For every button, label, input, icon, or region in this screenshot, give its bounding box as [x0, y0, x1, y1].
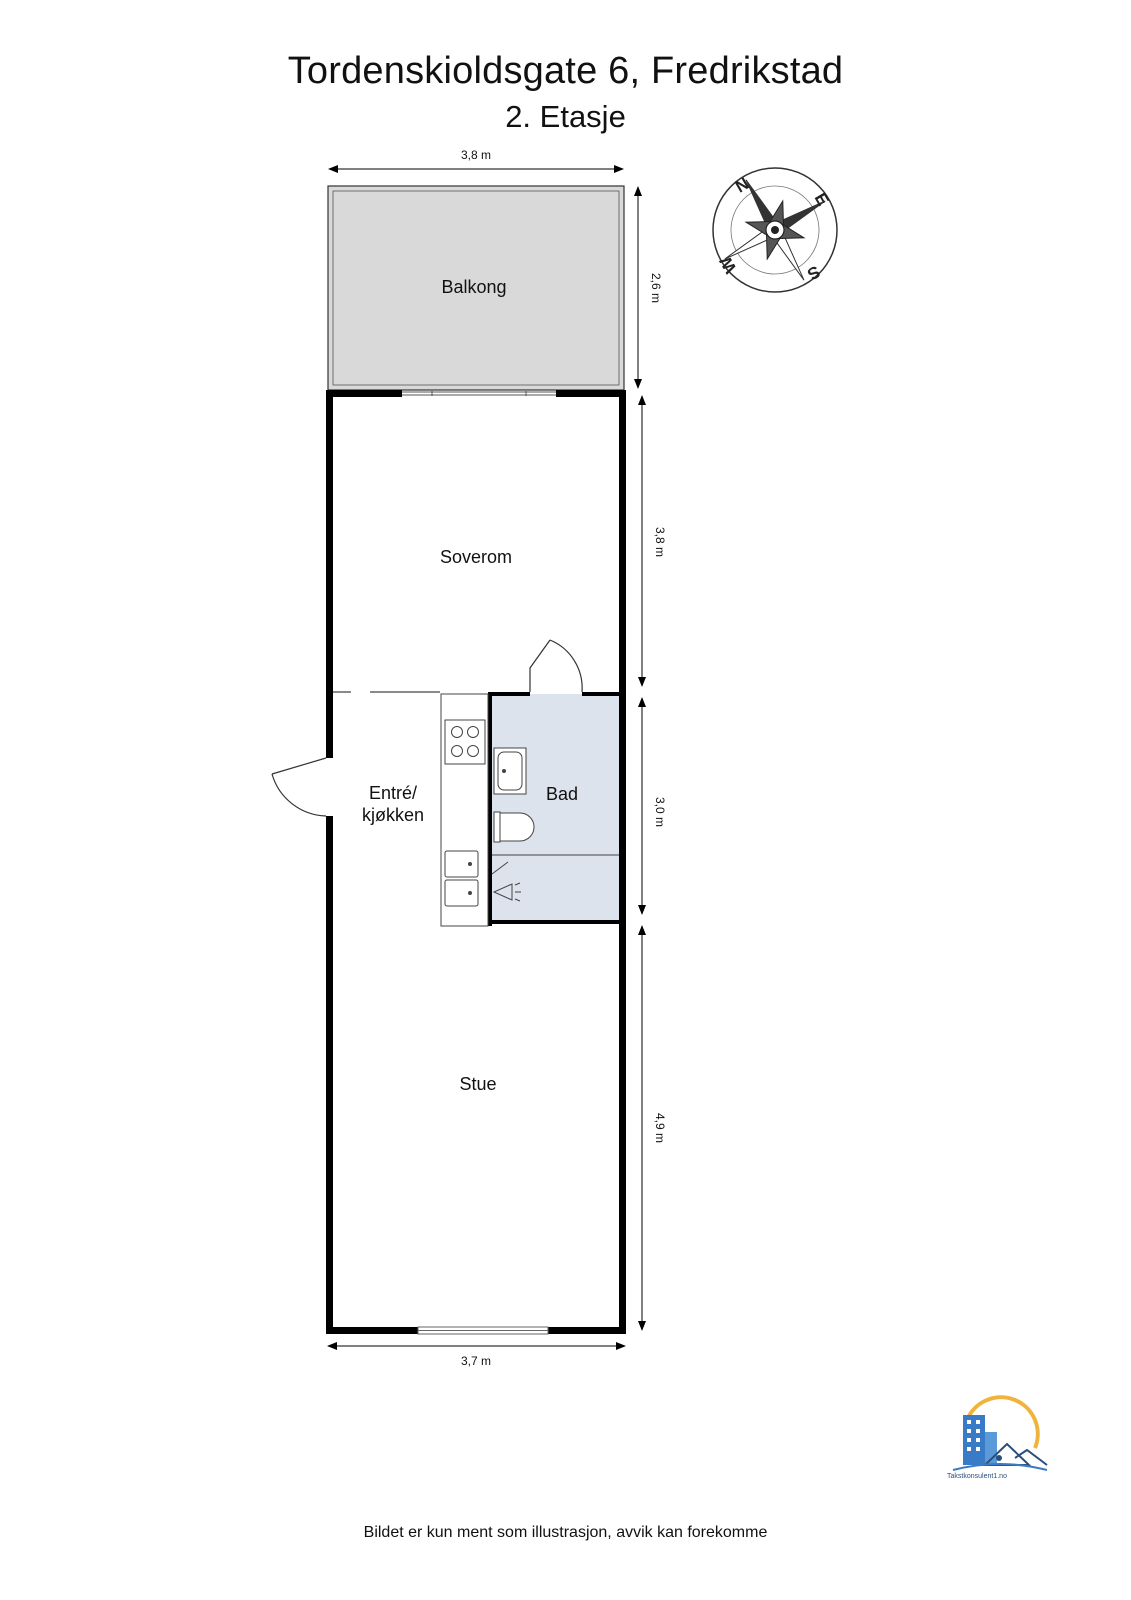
dimension-middle-depth-label: 3,0 m [653, 797, 667, 827]
room-label-soverom: Soverom [440, 547, 512, 567]
entrance-door [271, 757, 327, 817]
bathroom-floor [490, 694, 620, 924]
room-label-stue: Stue [459, 1074, 496, 1094]
balcony [327, 185, 625, 391]
balcony-door [402, 391, 556, 396]
page-subtitle: 2. Etasje [505, 99, 626, 134]
dimension-bottom-width-label: 3,7 m [461, 1354, 491, 1368]
room-label-entre-line1: Entré/ [369, 783, 417, 803]
room-label-balkong: Balkong [441, 277, 506, 297]
dimension-top-width-label: 3,8 m [461, 148, 491, 162]
stue-window [417, 1326, 549, 1335]
dimension-stue-depth-label: 4,9 m [653, 1113, 667, 1143]
exterior-walls [326, 390, 626, 1334]
compass-rose: N E S W [712, 167, 838, 293]
dimension-balkong-depth-label: 2,6 m [649, 273, 663, 303]
bathroom-fixtures [491, 747, 619, 902]
bathroom-door [529, 639, 583, 693]
dimension-right-chain [634, 186, 646, 1331]
logo-text: Takstkonsulent1.no [947, 1473, 1007, 1480]
page-title: Tordenskioldsgate 6, Fredrikstad [287, 50, 844, 92]
disclaimer: Bildet er kun ment som illustrasjon, avv… [363, 1524, 768, 1541]
dimension-soverom-depth-label: 3,8 m [653, 527, 667, 557]
kitchen-counter [440, 693, 489, 927]
room-label-bad: Bad [546, 784, 578, 804]
company-logo: Takstkonsulent1.no [947, 1395, 1048, 1480]
room-label-entre-line2: kjøkken [362, 805, 424, 825]
